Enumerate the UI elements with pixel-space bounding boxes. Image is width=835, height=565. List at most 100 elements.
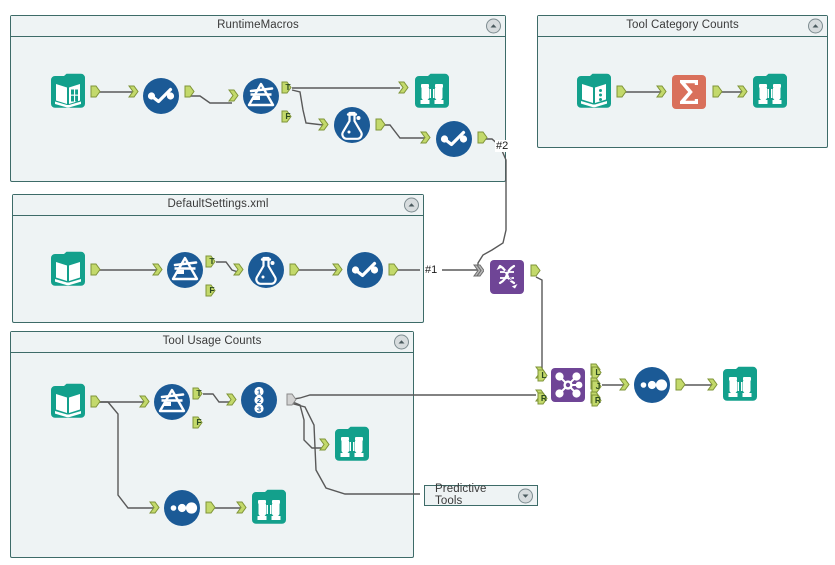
input-anchor[interactable] (128, 85, 139, 98)
input-anchor[interactable] (707, 378, 718, 391)
anchor-letter: F (285, 111, 291, 122)
filter-tool[interactable] (150, 380, 194, 424)
sample-icon (164, 490, 200, 526)
container-header[interactable]: RuntimeMacros (11, 16, 505, 37)
output-anchor[interactable] (388, 263, 399, 276)
tool-container-predictive-tools[interactable]: Predictive Tools (424, 483, 538, 506)
select-tool[interactable] (139, 74, 183, 118)
join-tool[interactable] (546, 363, 590, 407)
connection-id-label: #1 (424, 264, 439, 276)
output-anchor[interactable] (205, 501, 216, 514)
output-anchor[interactable] (477, 131, 488, 144)
browse-tool[interactable] (718, 363, 762, 407)
chevron-up-icon[interactable] (486, 18, 501, 34)
anchor-label-l[interactable] (537, 369, 548, 382)
output-anchor[interactable] (90, 85, 101, 98)
anchor-label-f[interactable] (205, 284, 216, 297)
anchor-label-l[interactable] (591, 366, 602, 379)
chevron-up-icon[interactable] (394, 334, 409, 350)
record-id-icon: 123 (241, 382, 277, 418)
browse-icon (252, 489, 286, 524)
anchor-label-t[interactable] (281, 81, 292, 94)
anchor-letter: R (594, 395, 602, 406)
input-data-tool[interactable] (572, 70, 616, 114)
anchor-letter: T (196, 388, 202, 399)
anchor-label-f[interactable] (192, 416, 203, 429)
input-anchor[interactable] (236, 501, 247, 514)
output-anchor[interactable] (90, 395, 101, 408)
anchor-letter: F (196, 417, 202, 428)
svg-text:1: 1 (257, 388, 261, 397)
input-anchor[interactable] (420, 131, 431, 144)
svg-text:2: 2 (257, 396, 261, 405)
output-anchor[interactable] (375, 118, 386, 131)
browse-tool[interactable] (748, 70, 792, 114)
input-anchor[interactable] (228, 89, 239, 102)
input-anchor[interactable] (318, 118, 329, 131)
output-anchor[interactable] (289, 263, 300, 276)
anchor-letter: R (540, 393, 548, 404)
select-icon (143, 78, 179, 114)
input-anchor[interactable] (149, 501, 160, 514)
output-anchor[interactable] (286, 393, 297, 406)
output-anchor[interactable] (90, 263, 101, 276)
container-header[interactable]: Tool Category Counts (538, 16, 827, 37)
output-anchor[interactable] (184, 85, 195, 98)
filter-tool[interactable] (163, 248, 207, 292)
directory-tool[interactable] (46, 70, 90, 114)
container-title: DefaultSettings.xml (167, 198, 269, 211)
anchor-label-j[interactable] (591, 380, 602, 393)
input-anchor[interactable] (152, 263, 163, 276)
select-tool[interactable] (432, 117, 476, 161)
input-data-icon (51, 251, 85, 286)
input-anchor[interactable] (233, 263, 244, 276)
anchor-letter: L (541, 370, 547, 381)
anchor-letter: F (209, 285, 215, 296)
chevron-up-icon[interactable] (404, 197, 419, 213)
summarize-tool[interactable] (667, 70, 711, 114)
select-icon (436, 121, 472, 157)
input-anchor[interactable] (619, 378, 630, 391)
browse-icon (753, 73, 787, 108)
input-anchor[interactable] (226, 393, 237, 406)
container-header[interactable]: Tool Usage Counts (11, 332, 413, 353)
output-anchor[interactable] (616, 85, 627, 98)
chevron-up-icon[interactable] (808, 18, 823, 34)
chevron-down-icon[interactable] (518, 488, 533, 503)
output-anchor[interactable] (675, 378, 686, 391)
output-anchor[interactable] (530, 264, 541, 277)
input-anchor[interactable] (139, 395, 150, 408)
formula-tool[interactable] (330, 103, 374, 147)
anchor-label-r[interactable] (537, 392, 548, 405)
formula-icon (334, 107, 370, 143)
browse-tool[interactable] (247, 486, 291, 530)
filter-tool[interactable] (239, 74, 283, 118)
input-anchor[interactable] (656, 85, 667, 98)
browse-tool[interactable] (410, 70, 454, 114)
anchor-label-t[interactable] (205, 255, 216, 268)
macro-input-anchor[interactable] (473, 264, 484, 277)
input-anchor[interactable] (332, 263, 343, 276)
anchor-label-r[interactable] (591, 394, 602, 407)
anchor-label-f[interactable] (281, 110, 292, 123)
sample-tool[interactable] (160, 486, 204, 530)
input-data-dots-icon (577, 73, 611, 108)
input-anchor[interactable] (398, 81, 409, 94)
container-title: RuntimeMacros (217, 19, 299, 32)
container-header[interactable]: DefaultSettings.xml (13, 195, 423, 216)
anchor-letter: L (595, 367, 601, 378)
input-data-tool[interactable] (46, 380, 90, 424)
browse-tool[interactable] (330, 423, 374, 467)
input-anchor[interactable] (737, 85, 748, 98)
anchor-label-t[interactable] (192, 387, 203, 400)
wire-macro-to-join-left (535, 276, 543, 375)
input-anchor[interactable] (319, 438, 330, 451)
select-tool[interactable] (343, 248, 387, 292)
output-anchor[interactable] (712, 85, 723, 98)
input-data-tool[interactable] (46, 248, 90, 292)
formula-tool[interactable] (244, 248, 288, 292)
sample-tool[interactable] (630, 363, 674, 407)
